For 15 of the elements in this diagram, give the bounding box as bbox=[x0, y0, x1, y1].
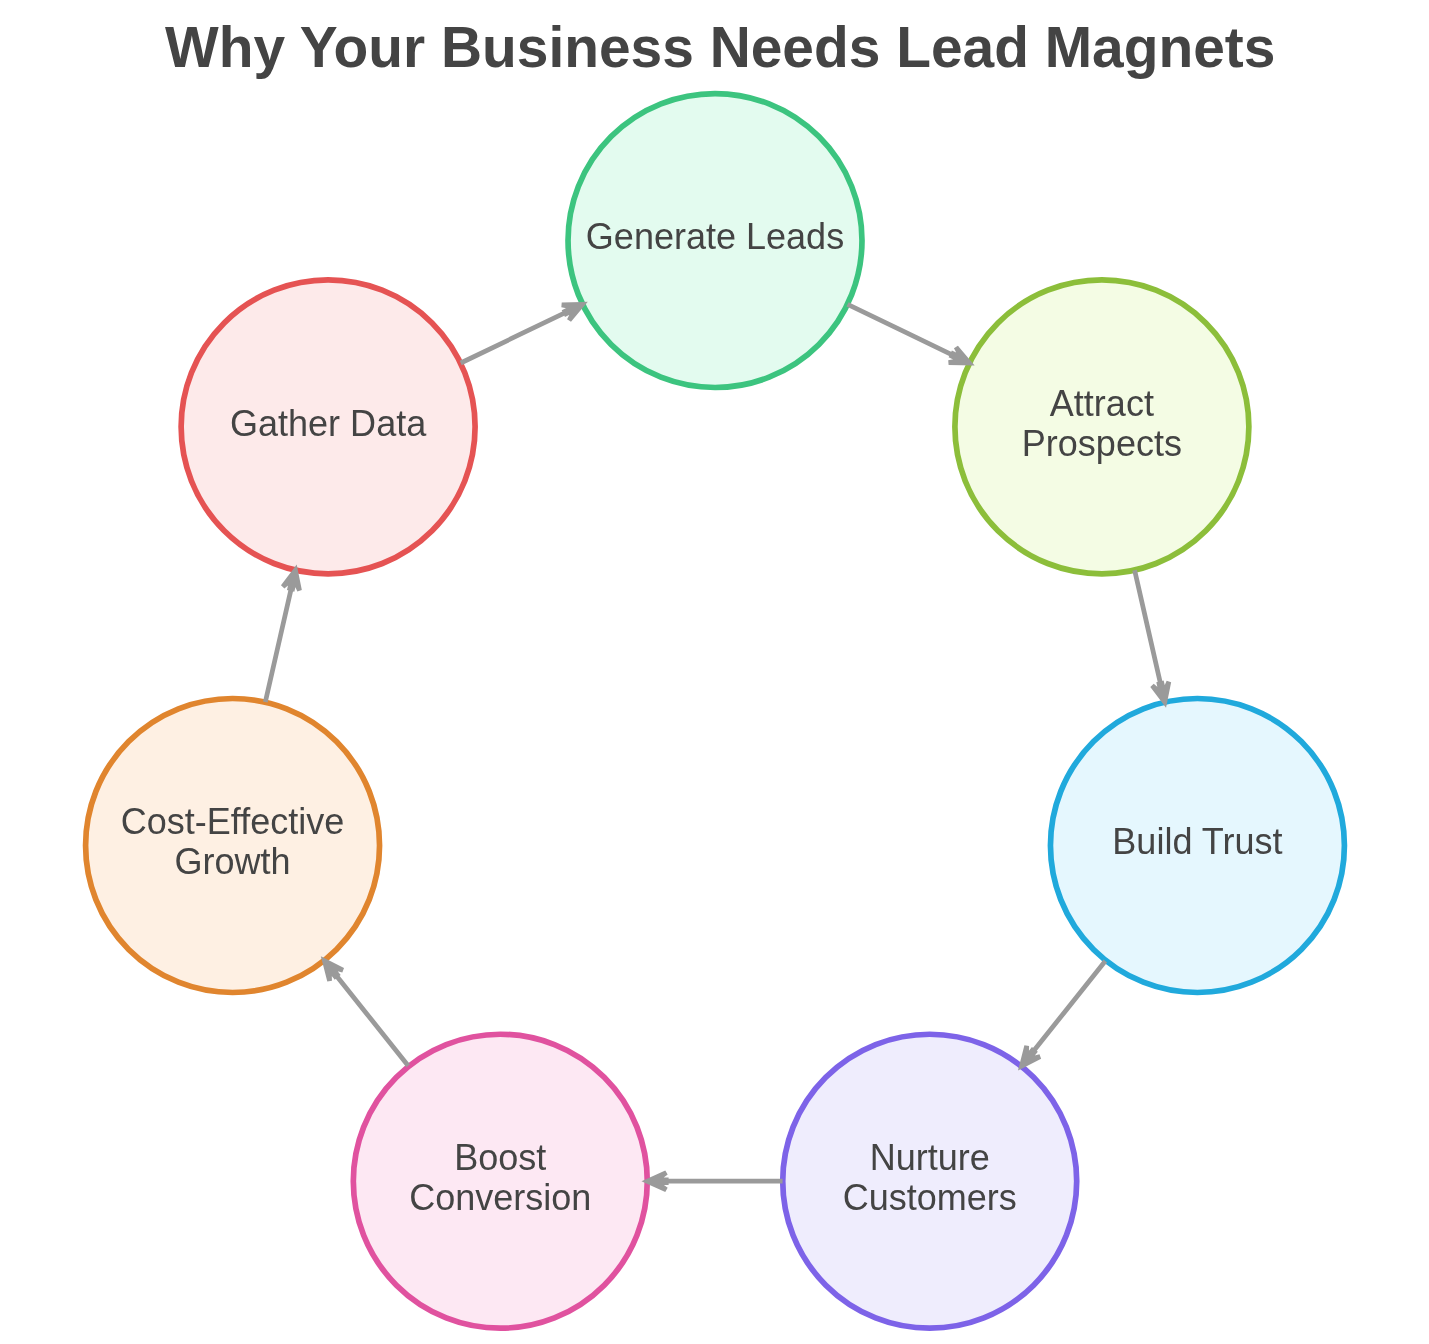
node-circle: Build Trust bbox=[1047, 695, 1347, 996]
arrow bbox=[1131, 569, 1171, 705]
node-circle: Nurture Customers bbox=[779, 1031, 1080, 1332]
arrow bbox=[644, 1170, 783, 1193]
node-circle: Boost Conversion bbox=[349, 1031, 650, 1332]
node-circle: Cost-Effective Growth bbox=[82, 695, 382, 996]
node-circle: Attract Prospects bbox=[951, 277, 1252, 577]
arrow bbox=[321, 958, 410, 1068]
node-circle: Generate Leads bbox=[564, 90, 865, 391]
diagram-title: Why Your Business Needs Lead Magnets bbox=[164, 15, 1275, 79]
node-circle: Gather Data bbox=[177, 277, 478, 577]
arrow bbox=[459, 301, 585, 366]
arrow bbox=[846, 302, 972, 366]
arrow bbox=[262, 567, 302, 703]
arrow bbox=[1018, 959, 1107, 1069]
